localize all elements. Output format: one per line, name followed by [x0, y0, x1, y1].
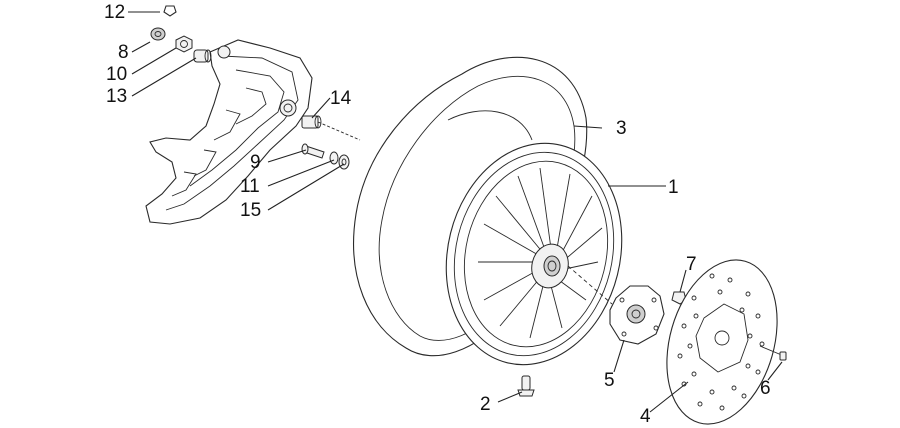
rim-spokes: [478, 167, 603, 339]
callout-15: 15: [240, 200, 261, 221]
valve-2: [517, 375, 535, 397]
callout-6: 6: [760, 378, 771, 399]
callouts: 12 8 10 13 14 3 1 9 11 15 7 5 6 2 4: [104, 2, 771, 427]
nut-10: [175, 35, 193, 53]
axle-hardware: [301, 115, 361, 170]
callout-2: 2: [480, 394, 491, 415]
callout-11: 11: [240, 176, 260, 197]
callout-13: 13: [106, 86, 127, 107]
callout-3: 3: [616, 118, 627, 139]
callout-1: 1: [668, 177, 679, 198]
spacer-13: [193, 49, 212, 63]
hardware-group-top: [150, 5, 212, 63]
rim: [445, 142, 623, 366]
callout-5: 5: [604, 370, 615, 391]
callout-9: 9: [250, 152, 261, 173]
bushing-14: [301, 115, 322, 129]
brake-disc-4: [666, 259, 778, 425]
disc-flange-5: [609, 285, 665, 345]
bushing-8: [150, 27, 166, 41]
nut-15: [338, 154, 350, 170]
callout-14: 14: [330, 88, 352, 109]
screw-6: [759, 345, 787, 361]
clip-12: [163, 5, 177, 17]
callout-8: 8: [118, 42, 129, 63]
callout-7: 7: [686, 254, 697, 275]
callout-12: 12: [104, 2, 125, 23]
callout-10: 10: [106, 64, 127, 85]
washer-11: [329, 151, 339, 165]
swingarm-bracket: [145, 39, 313, 225]
leader-lines: [128, 11, 783, 413]
disc-vent-holes: [677, 273, 765, 411]
callout-4: 4: [640, 406, 651, 427]
axle-bolt-9: [301, 143, 325, 159]
